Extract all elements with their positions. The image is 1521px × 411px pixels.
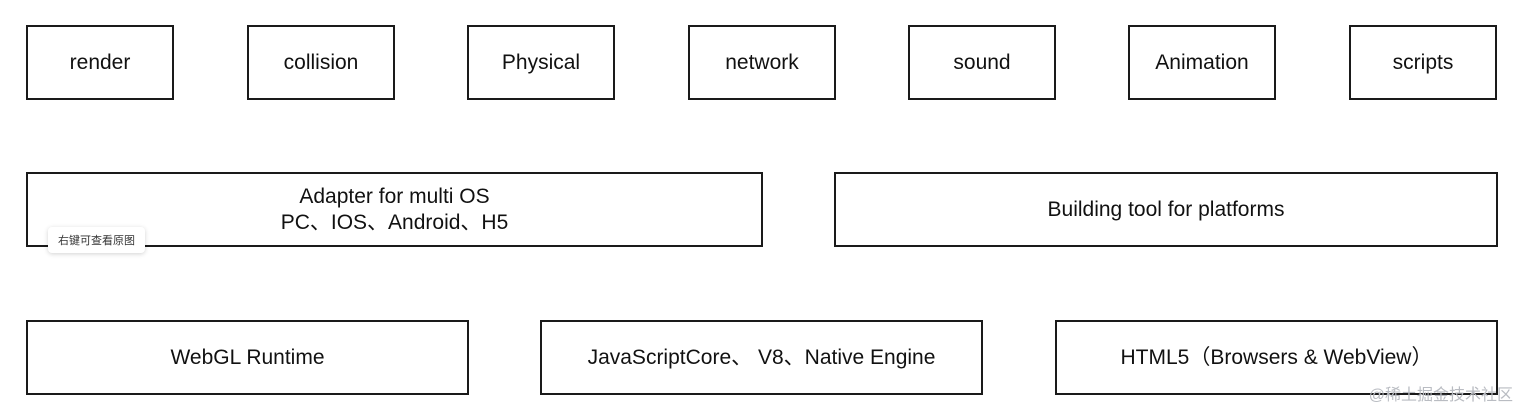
- module-animation-box: Animation: [1128, 25, 1276, 100]
- runtime-label: WebGL Runtime: [170, 345, 325, 369]
- adapter-title: Adapter for multi OS: [299, 184, 490, 208]
- module-collision-box: collision: [247, 25, 395, 100]
- adapter-platforms: PC、IOS、Android、H5: [280, 210, 509, 234]
- module-label: network: [725, 50, 799, 74]
- building-tool-label: Building tool for platforms: [1047, 197, 1285, 221]
- module-render-box: render: [26, 25, 174, 100]
- module-label: Animation: [1155, 50, 1249, 74]
- module-label: scripts: [1392, 50, 1454, 74]
- module-label: collision: [283, 50, 359, 74]
- module-label: sound: [953, 50, 1011, 74]
- watermark: @稀土掘金技术社区: [1368, 387, 1513, 404]
- module-physical-box: Physical: [467, 25, 615, 100]
- module-sound-box: sound: [908, 25, 1056, 100]
- building-tool-box: Building tool for platforms: [834, 172, 1498, 247]
- module-label: Physical: [501, 50, 581, 74]
- runtime-engines-box: JavaScriptCore、 V8、Native Engine: [540, 320, 983, 395]
- runtime-label: JavaScriptCore、 V8、Native Engine: [587, 345, 936, 369]
- runtime-html5-box: HTML5（Browsers & WebView）: [1055, 320, 1498, 395]
- module-label: render: [69, 50, 131, 74]
- view-original-tooltip: 右键可查看原图: [48, 227, 145, 253]
- module-network-box: network: [688, 25, 836, 100]
- runtime-webgl-box: WebGL Runtime: [26, 320, 469, 395]
- adapter-box: Adapter for multi OS PC、IOS、Android、H5: [26, 172, 763, 247]
- runtime-label: HTML5（Browsers & WebView）: [1120, 345, 1433, 369]
- module-scripts-box: scripts: [1349, 25, 1497, 100]
